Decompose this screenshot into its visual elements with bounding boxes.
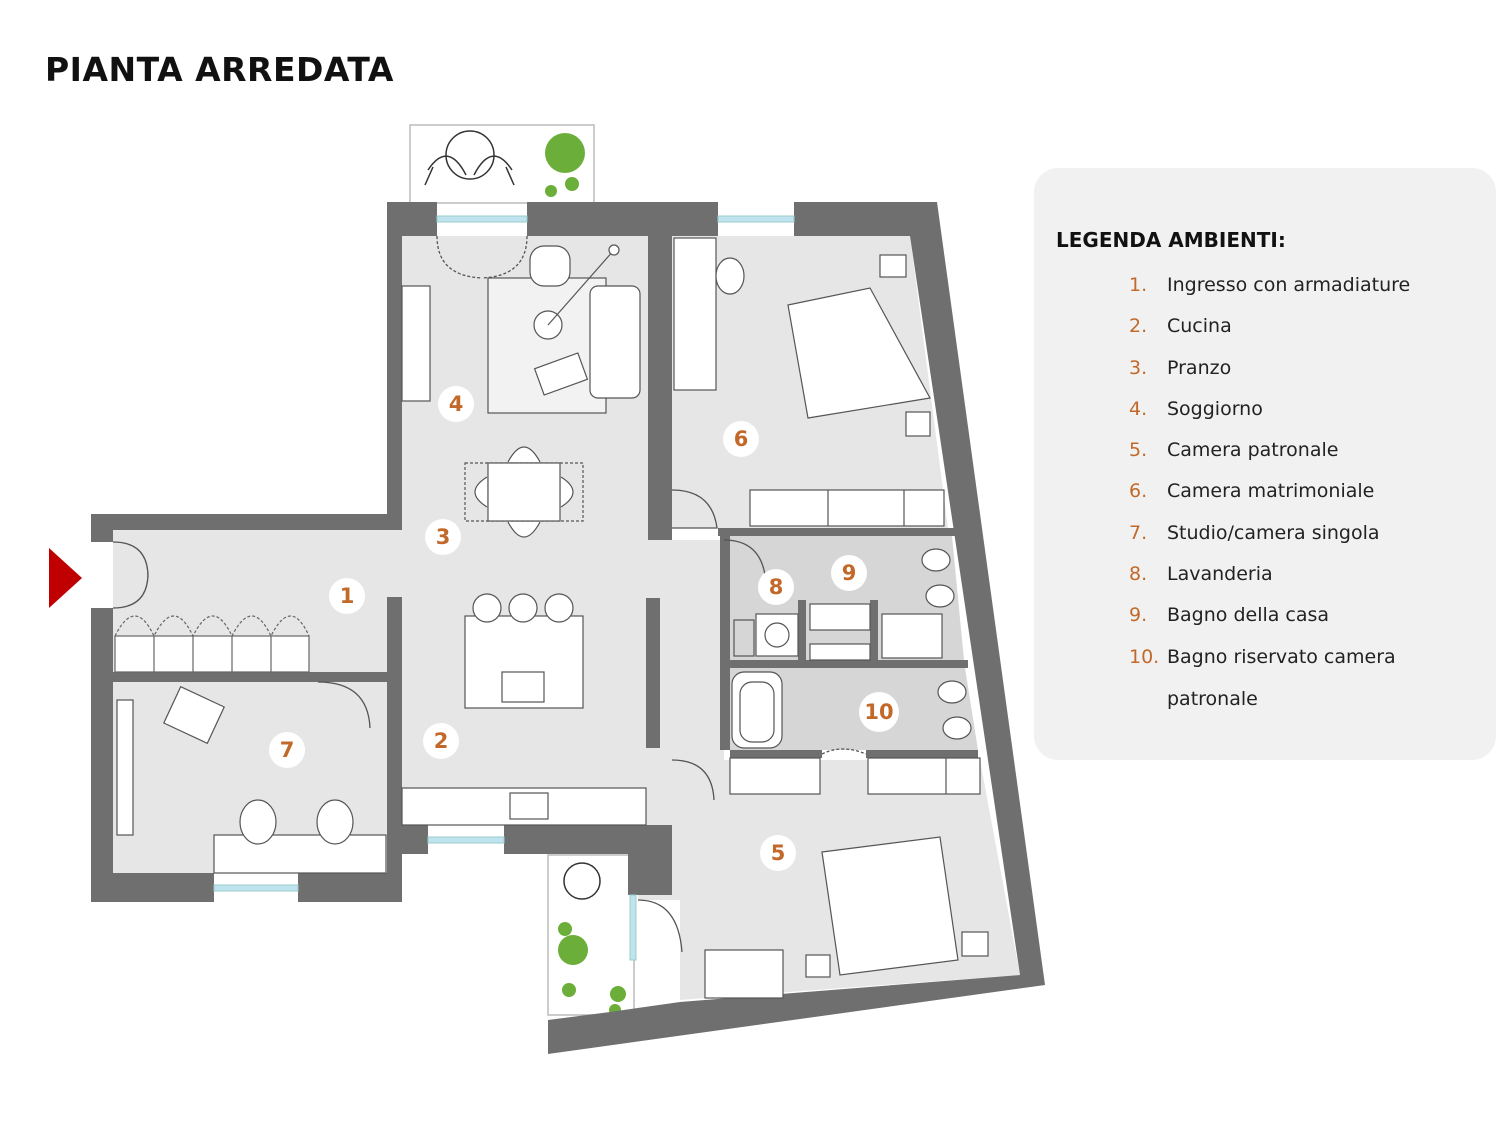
window (717, 215, 795, 223)
window (629, 894, 637, 961)
door-swing (436, 235, 528, 279)
entrance-arrow-icon (49, 548, 82, 608)
wardrobe (673, 237, 717, 391)
walls (91, 202, 1045, 1054)
door-swing (821, 748, 867, 755)
svg-text:7: 7 (280, 738, 295, 762)
svg-text:10: 10 (864, 700, 893, 724)
sink-icon (509, 792, 549, 820)
toilet-icon (937, 680, 967, 704)
armchair (162, 685, 226, 745)
svg-text:9: 9 (842, 561, 857, 585)
balcony-top (409, 124, 595, 204)
legend-title: LEGENDA AMBIENTI: (1056, 228, 1286, 252)
toilet-icon (942, 716, 972, 740)
plant-icon (558, 935, 588, 965)
window (436, 215, 528, 223)
bed-icon (821, 836, 959, 976)
door-swing (671, 759, 715, 801)
kitchen-furniture (401, 593, 647, 826)
svg-text:2: 2 (434, 729, 449, 753)
entrance-wardrobes (114, 615, 310, 673)
svg-text:5: 5 (771, 841, 786, 865)
floor-bath-10 (730, 668, 978, 750)
room-label-4: 4 (438, 386, 474, 422)
balcony-bottom (547, 854, 635, 1016)
sink-icon (809, 643, 871, 661)
living-furniture (401, 244, 641, 414)
room-label-7: 7 (269, 732, 305, 768)
plant-icon (545, 133, 585, 173)
room-label-2: 2 (423, 723, 459, 759)
bath-10-fixtures (731, 671, 972, 749)
page-title: PIANTA ARREDATA (45, 50, 394, 89)
svg-text:1: 1 (340, 584, 355, 608)
desk (213, 834, 387, 874)
window (427, 836, 505, 844)
tv-cabinet (401, 285, 431, 402)
window (213, 884, 299, 892)
room-label-3: 3 (425, 519, 461, 555)
sofa-icon (589, 285, 641, 399)
legend-panel: LEGENDA AMBIENTI: 1.Ingresso con armadia… (1034, 168, 1496, 760)
sink-icon (809, 603, 871, 631)
room-label-5: 5 (760, 835, 796, 871)
room-label-1: 1 (329, 578, 365, 614)
room-labels: 1 2 3 4 5 6 7 8 9 10 (269, 386, 899, 871)
bookshelf (116, 699, 134, 836)
toilet-icon (921, 548, 951, 572)
svg-text:8: 8 (769, 575, 784, 599)
bath-9-fixtures (733, 548, 955, 661)
svg-text:6: 6 (734, 427, 749, 451)
room-label-10: 10 (859, 692, 899, 732)
floor-corridor (648, 540, 724, 760)
dining-table-icon (464, 446, 584, 538)
windows (213, 215, 795, 961)
room-label-9: 9 (831, 555, 867, 591)
room-label-8: 8 (758, 569, 794, 605)
bedroom-6-furniture (673, 237, 945, 527)
door-swing (637, 899, 683, 953)
studio-furniture (116, 685, 387, 874)
door-swing (112, 541, 149, 609)
bed-icon (787, 287, 931, 419)
door-swing (317, 681, 371, 729)
toilet-icon (925, 584, 955, 608)
doors (112, 235, 867, 953)
bedroom-5-furniture (704, 757, 989, 999)
room-label-6: 6 (723, 421, 759, 457)
door-swing (671, 489, 718, 529)
svg-text:4: 4 (449, 392, 464, 416)
svg-text:3: 3 (436, 525, 451, 549)
